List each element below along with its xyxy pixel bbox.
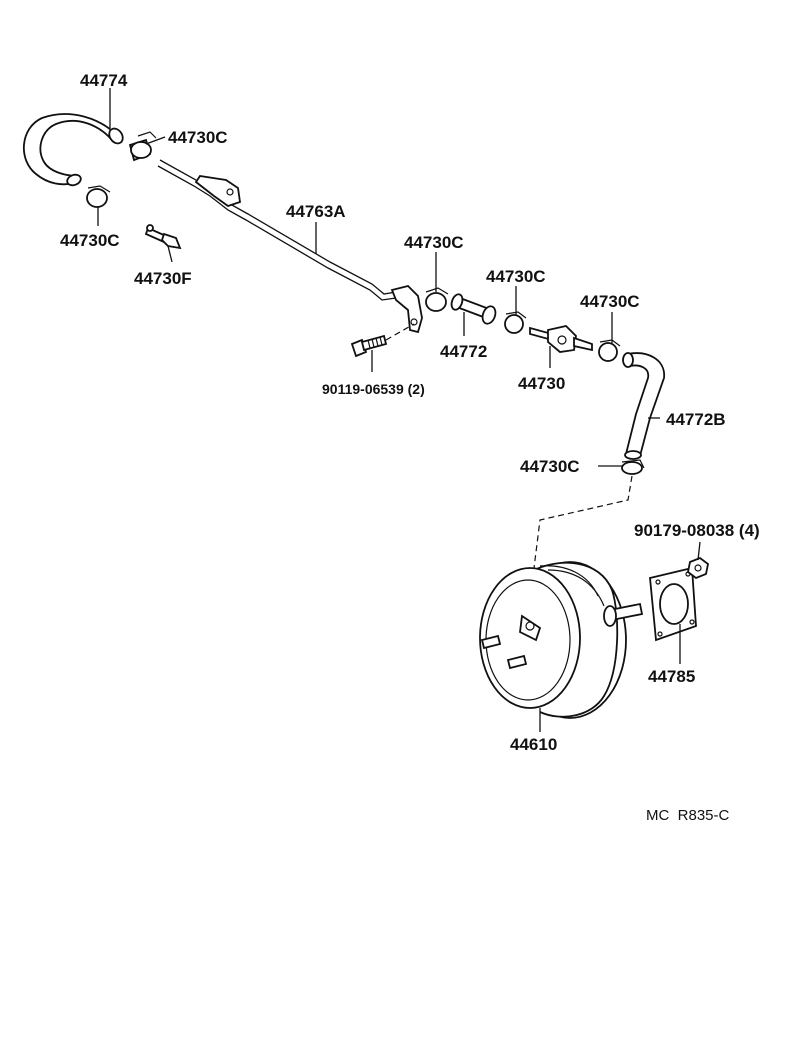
label-44772b: 44772B — [666, 410, 726, 429]
label-44730c-d: 44730C — [486, 267, 546, 286]
clamp-44730c-f — [621, 459, 645, 475]
label-44763a: 44763A — [286, 202, 346, 221]
clamp-44730c-b — [86, 185, 111, 208]
check-valve-44730 — [529, 325, 593, 353]
label-44730c-a: 44730C — [168, 128, 228, 147]
hose-44774 — [22, 113, 124, 187]
label-44772: 44772 — [440, 342, 487, 361]
label-44730c-e: 44730C — [580, 292, 640, 311]
clamp-44730c-d — [504, 311, 527, 334]
label-44730f: 44730F — [134, 269, 192, 288]
label-44610: 44610 — [510, 735, 557, 754]
label-90179-08038: 90179-08038 (4) — [634, 521, 760, 540]
brake-booster-44610 — [479, 561, 644, 719]
nut-90179-08038 — [687, 556, 709, 580]
leader-lines — [97, 88, 701, 732]
label-44774: 44774 — [80, 71, 128, 90]
label-44730c-f: 44730C — [520, 457, 580, 476]
pipe-44763a — [157, 159, 423, 334]
diagram-reference: MC R835-C — [646, 807, 730, 824]
alignment-lines — [385, 323, 633, 601]
label-44730c-c: 44730C — [404, 233, 464, 252]
label-44730c-b: 44730C — [60, 231, 120, 250]
clamp-44730c-e — [598, 339, 621, 362]
gasket-44785 — [649, 566, 697, 642]
label-44785: 44785 — [648, 667, 695, 686]
bolt-90119-06539 — [350, 334, 388, 358]
clamp-44730c-c — [425, 287, 449, 312]
clamp-44730c-a — [128, 131, 157, 162]
hose-44772 — [450, 293, 497, 325]
fitting-44730f — [144, 224, 182, 250]
hose-44772b — [622, 352, 665, 460]
label-44730: 44730 — [518, 374, 565, 393]
label-90119-06539: 90119-06539 (2) — [322, 381, 425, 397]
